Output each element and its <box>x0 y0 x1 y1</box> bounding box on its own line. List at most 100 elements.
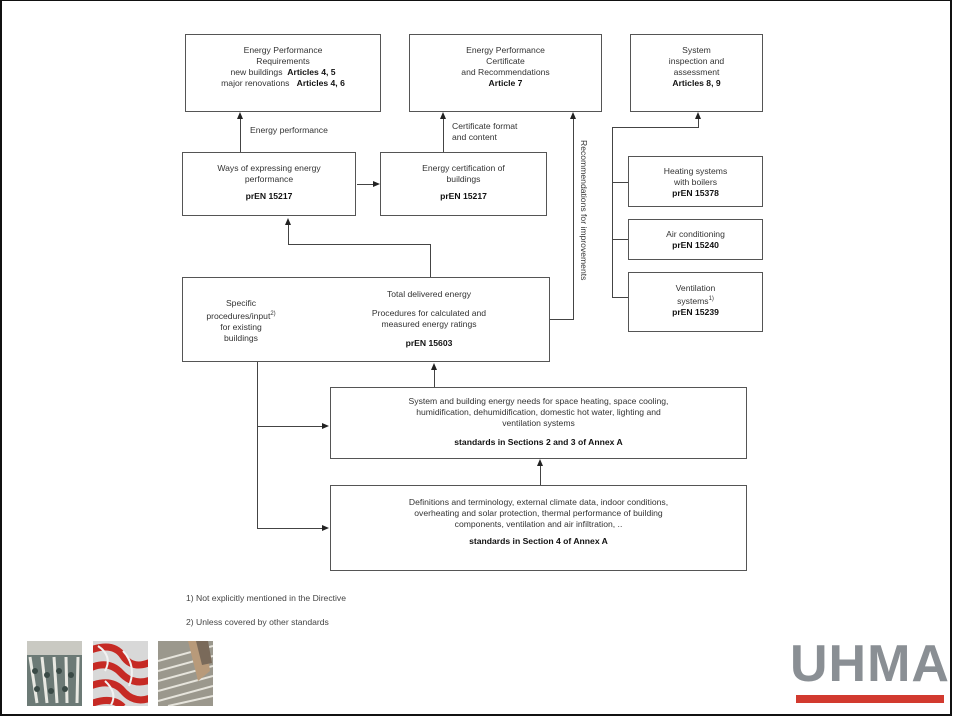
requirements-line1: Energy Performance <box>243 45 323 55</box>
connector-to-ways <box>288 224 289 245</box>
ways-box: Ways of expressing energy performance pr… <box>182 152 356 216</box>
photo-red-pipes-image <box>86 641 155 710</box>
air-conditioning-box: Air conditioning prEN 15240 <box>628 219 763 260</box>
vent-line2: systems1) <box>629 294 762 307</box>
connector-defs-to-needs <box>540 466 541 485</box>
defs-line1: Definitions and terminology, external cl… <box>408 497 669 507</box>
certificate-article: Article 7 <box>488 78 523 88</box>
arrowhead-ecert <box>373 181 380 187</box>
needs-line1: System and building energy needs for spa… <box>408 396 669 406</box>
connector-ecert-to-cert <box>443 118 444 153</box>
connector-total-horizontal <box>288 244 431 245</box>
connector-total-up <box>430 244 431 277</box>
air-standard: prEN 15240 <box>672 240 719 250</box>
energy-certification-box: Energy certification of buildings prEN 1… <box>380 152 547 216</box>
arrowhead-total <box>431 363 437 370</box>
vent-standard: prEN 15239 <box>672 306 719 317</box>
ventilation-box: Ventilation systems1) prEN 15239 <box>628 272 763 332</box>
connector-feeder-to-needs <box>257 426 323 427</box>
requirements-line3: new buildings Articles 4, 5 <box>186 67 380 78</box>
photo-floor-heating <box>157 641 214 707</box>
arrowhead-recommendations <box>570 112 576 119</box>
arrowhead-defs <box>322 525 329 531</box>
connector-feeder-to-defs <box>257 528 323 529</box>
connector-vent <box>612 297 629 298</box>
connector-air <box>612 239 629 240</box>
needs-line3: ventilation systems <box>502 418 575 428</box>
requirements-line4: major renovations Articles 4, 6 <box>186 78 380 89</box>
heating-line2: with boilers <box>674 177 717 187</box>
certificate-line3: and Recommendations <box>461 67 550 77</box>
system-line2: inspection and <box>668 56 725 66</box>
definitions-box: Definitions and terminology, external cl… <box>330 485 747 571</box>
connector-ways-to-req <box>240 118 241 154</box>
connector-system <box>698 118 699 128</box>
footnote-2: 2) Unless covered by other standards <box>186 617 329 627</box>
uhma-logo: UHMA <box>790 638 949 708</box>
arrowhead-cert <box>440 112 446 119</box>
connector-recommendations <box>573 118 574 319</box>
existing-buildings-block: Specific procedures/input2) for existing… <box>201 298 281 344</box>
arrowhead-ways <box>285 218 291 225</box>
energy-performance-label: Energy performance <box>250 125 328 135</box>
existing-line4: buildings <box>224 332 258 343</box>
photo-floor-heating-image <box>157 641 214 707</box>
existing-line2: procedures/input2) <box>201 309 281 322</box>
requirements-new-buildings: new buildings <box>230 67 283 77</box>
requirements-articles-new: Articles 4, 5 <box>287 67 336 77</box>
defs-line2: overheating and solar protection, therma… <box>414 508 663 518</box>
arrowhead-req <box>237 112 243 119</box>
system-inspection-box: System inspection and assessment Article… <box>630 34 763 112</box>
existing-procedures: procedures/input <box>206 310 271 321</box>
connector-needs-to-total <box>434 370 435 388</box>
system-line1: System <box>682 45 711 55</box>
photo-pipes-manifold-image <box>27 641 82 706</box>
total-energy-box: Specific procedures/input2) for existing… <box>182 277 550 362</box>
ecert-standard: prEN 15217 <box>440 191 487 201</box>
requirements-box: Energy Performance Requirements new buil… <box>185 34 381 112</box>
uhma-logo-bar <box>796 695 944 703</box>
requirements-line2: Requirements <box>256 56 310 66</box>
requirements-articles-renov: Articles 4, 6 <box>296 78 345 88</box>
total-procedures-line2: measured energy ratings <box>381 319 477 329</box>
total-title: Total delivered energy <box>386 289 472 299</box>
arrowhead-needs-up <box>537 459 543 466</box>
photo-red-pipes <box>86 641 155 710</box>
certificate-format-label1: Certificate format <box>452 121 518 131</box>
defs-line3: components, ventilation and air infiltra… <box>454 519 623 529</box>
existing-footnote-mark: 2) <box>270 311 276 317</box>
system-articles: Articles 8, 9 <box>672 78 721 88</box>
needs-standards: standards in Sections 2 and 3 of Annex A <box>454 437 623 447</box>
connector-heating <box>612 182 629 183</box>
heating-line1: Heating systems <box>663 166 728 176</box>
defs-standards: standards in Section 4 of Annex A <box>469 536 608 546</box>
system-line3: assessment <box>673 67 720 77</box>
arrowhead-system <box>695 112 701 119</box>
ecert-line2: buildings <box>446 174 481 184</box>
ecert-line1: Energy certification of <box>422 163 505 173</box>
requirements-major-renovations: major renovations <box>221 78 290 88</box>
footnote-1: 1) Not explicitly mentioned in the Direc… <box>186 593 347 603</box>
photo-pipes-manifold <box>27 641 82 706</box>
needs-line2: humidification, dehumidification, domest… <box>416 407 661 417</box>
energy-needs-box: System and building energy needs for spa… <box>330 387 747 459</box>
total-main-block: Total delivered energy Procedures for ca… <box>343 289 515 349</box>
certificate-format-label2: and content <box>452 132 497 142</box>
connector-recommendations-horizontal <box>550 319 574 320</box>
connector-left-feeder <box>257 362 258 529</box>
vent-systems-word: systems <box>677 295 709 306</box>
total-procedures-line1: Procedures for calculated and <box>371 308 487 318</box>
connector-system-vertical <box>612 127 613 298</box>
vent-footnote-mark: 1) <box>708 296 714 302</box>
ways-line2: performance <box>244 174 294 184</box>
arrowhead-needs <box>322 423 329 429</box>
total-standard: prEN 15603 <box>405 338 453 348</box>
existing-line1: Specific <box>225 298 257 308</box>
certificate-box: Energy Performance Certificate and Recom… <box>409 34 602 112</box>
recommendations-label: Recommendations for improvements <box>579 140 589 281</box>
certificate-line2: Certificate <box>486 56 525 66</box>
vent-line1: Ventilation <box>675 283 716 293</box>
connector-system-horizontal <box>612 127 699 128</box>
